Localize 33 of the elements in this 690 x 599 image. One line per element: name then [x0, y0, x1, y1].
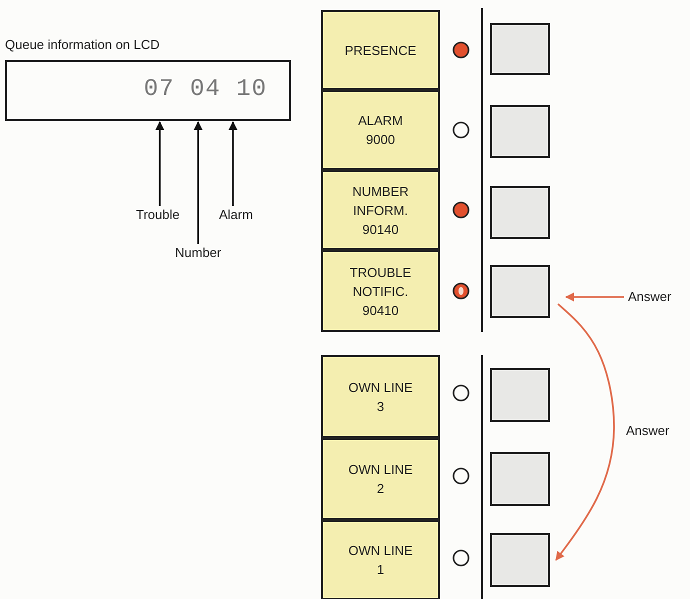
- arrow: [194, 121, 203, 244]
- key-label-card: [321, 438, 440, 520]
- key-button: [490, 265, 550, 318]
- arrow-label: Alarm: [219, 207, 253, 223]
- key-button: [490, 533, 550, 587]
- arrow-label: Answer: [628, 289, 672, 305]
- display-caption: Queue information on LCD: [5, 37, 160, 52]
- key-label: OWN LINE 1: [347, 542, 414, 579]
- lcd-readout: 07 04 10: [144, 76, 267, 103]
- arrow-label: Number: [175, 245, 222, 261]
- key-label-card: [321, 170, 440, 250]
- key-label-card: [321, 10, 440, 90]
- key-label-card: [321, 355, 440, 438]
- key-button: [490, 23, 550, 75]
- arrow: [155, 121, 164, 206]
- key-label: ALARM 9000: [357, 112, 404, 149]
- arrow: [228, 121, 238, 206]
- key-label-card: [321, 90, 440, 170]
- key-button: [490, 452, 550, 506]
- key-label: OWN LINE 3: [347, 378, 414, 416]
- key-label: PRESENCE: [344, 42, 417, 60]
- arrow: [555, 303, 615, 561]
- key-label-card: [321, 250, 440, 332]
- key-label: TROUBLE NOTIFIC. 90410: [348, 264, 412, 320]
- arrow-label: Trouble: [136, 207, 180, 223]
- key-button: [490, 105, 550, 158]
- edge-label: Answer: [624, 423, 672, 438]
- key-label: NUMBER INFORM. 90140: [351, 182, 410, 238]
- key-button: [490, 186, 550, 239]
- key-button: [490, 368, 550, 422]
- key-label-card: [321, 520, 440, 599]
- arrow: [565, 292, 624, 302]
- key-label: OWN LINE 2: [347, 461, 414, 498]
